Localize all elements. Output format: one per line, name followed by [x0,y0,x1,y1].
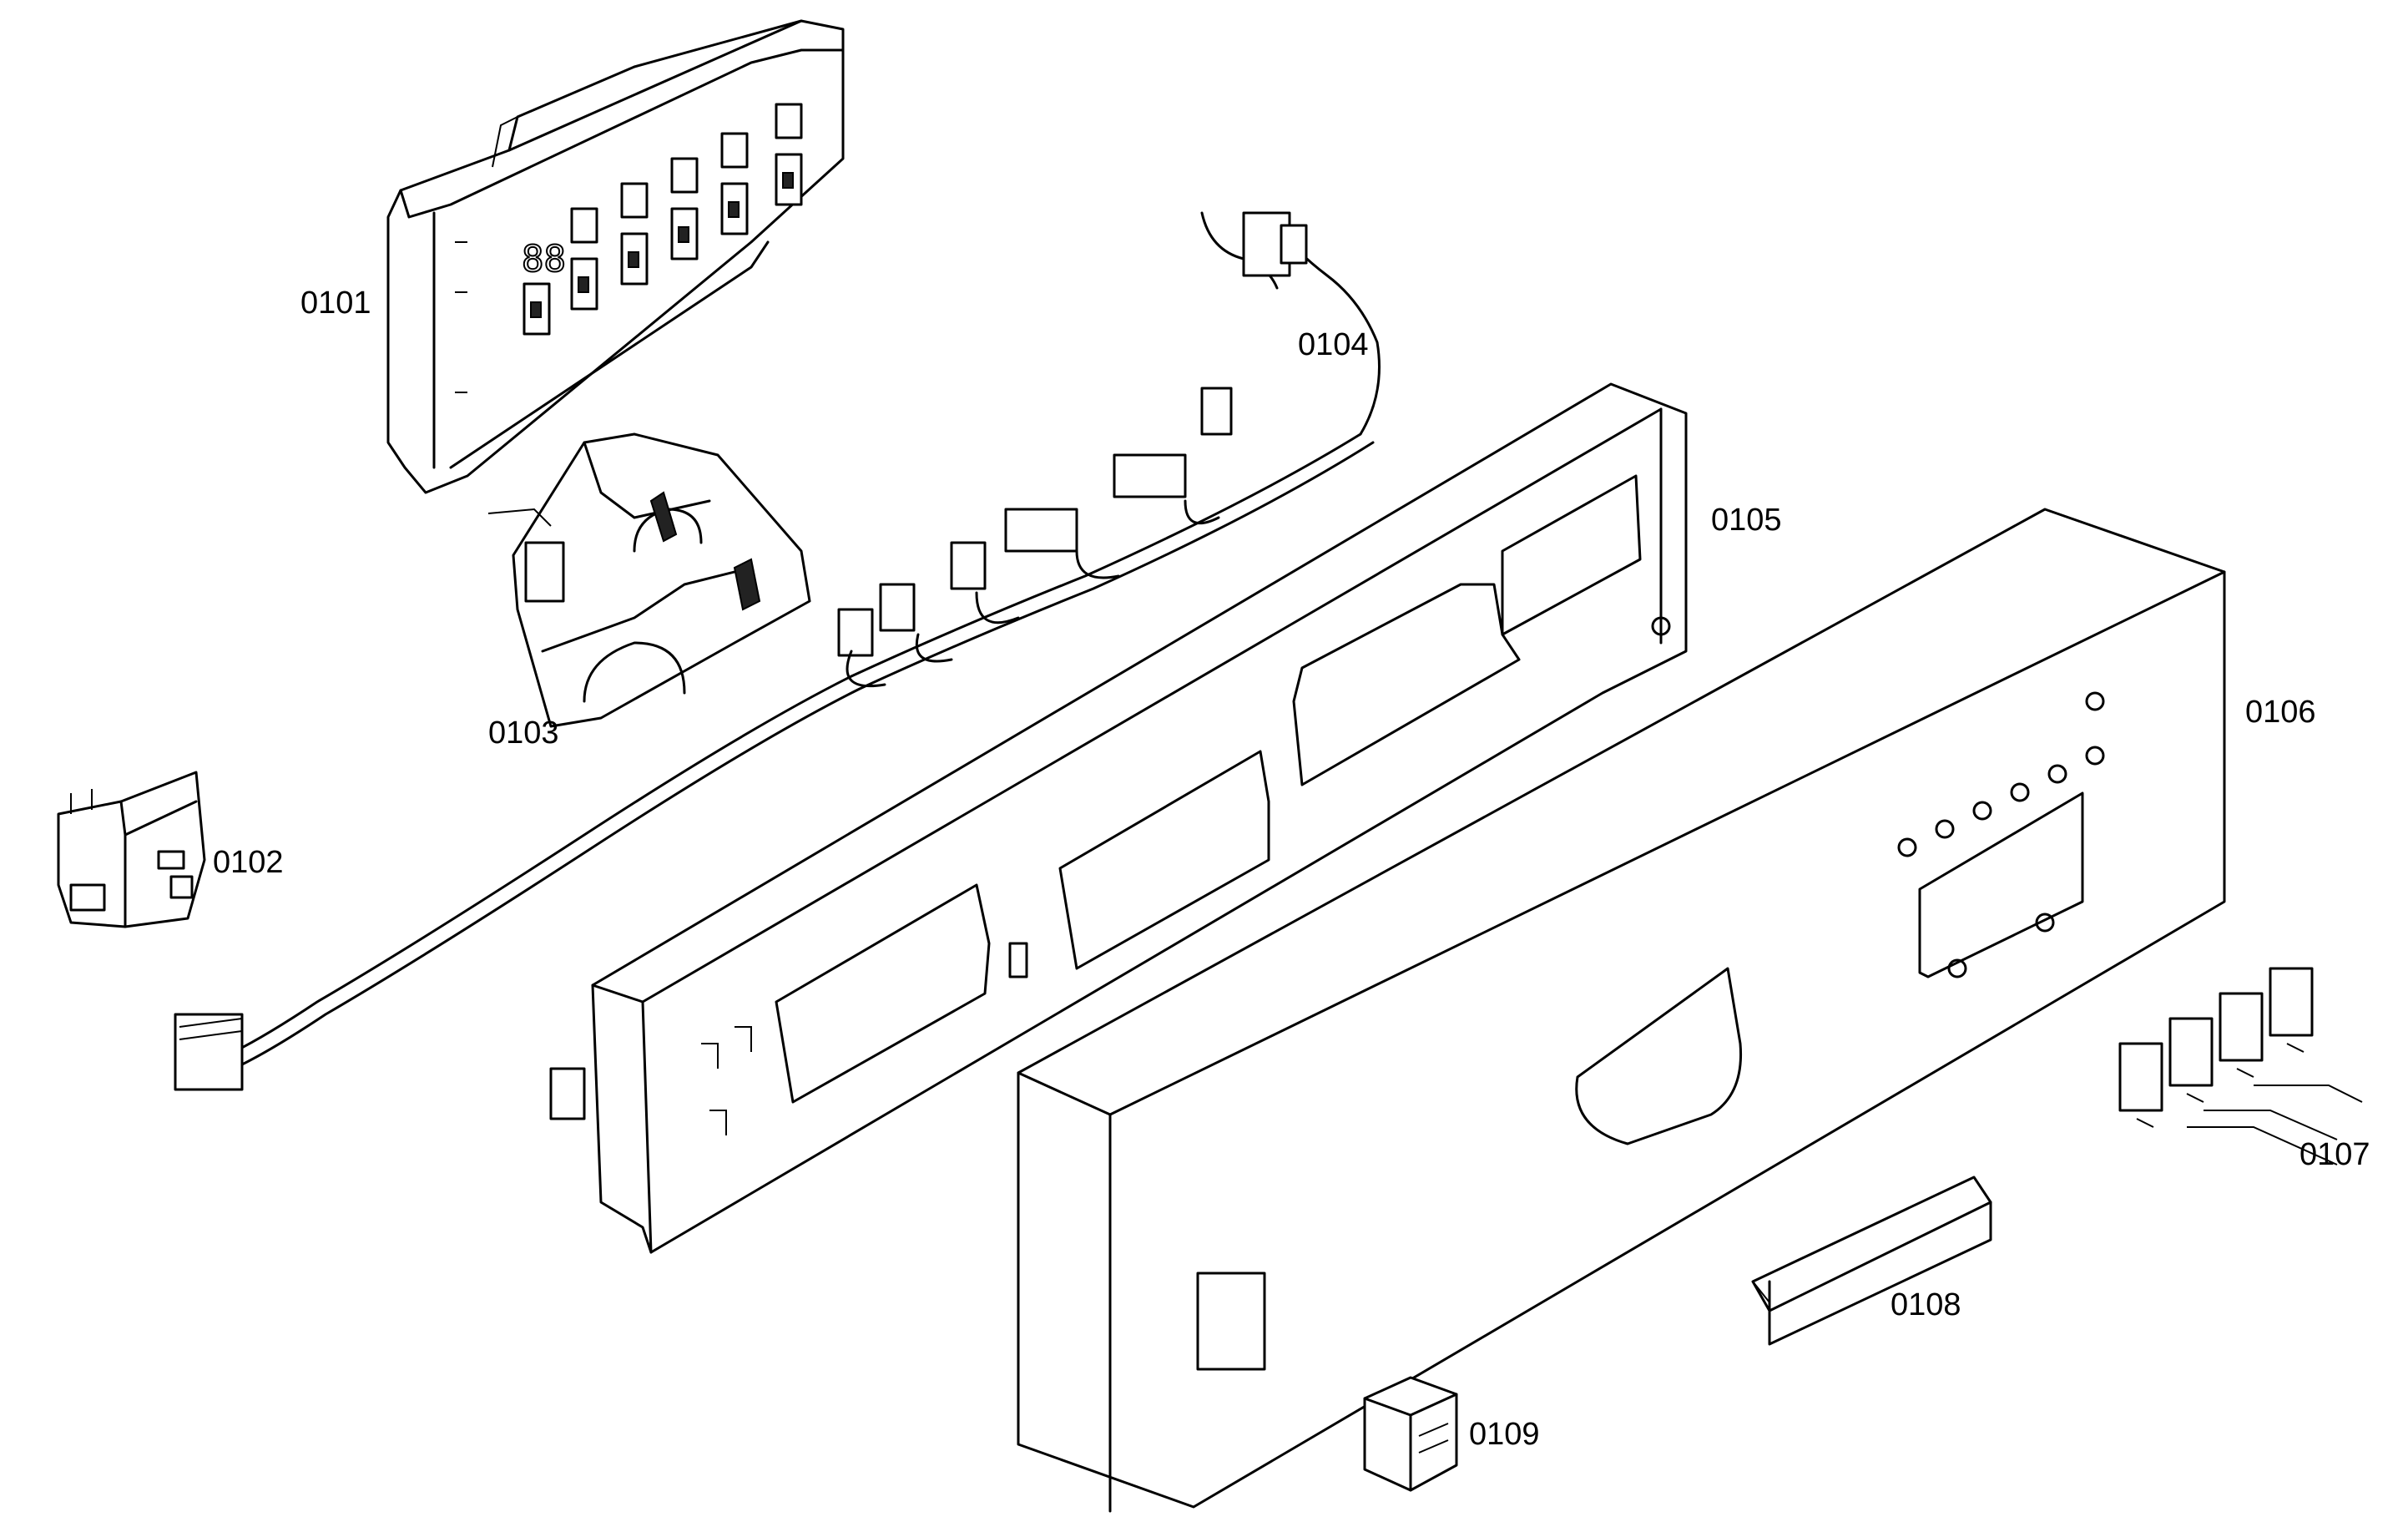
display-digits: 88 [522,238,566,281]
label-0105: 0105 [1711,503,1782,538]
panel-buttons [1897,691,2105,978]
label-0102: 0102 [213,845,284,880]
harness-connectors [837,387,1233,657]
label-0103: 0103 [488,715,559,751]
part-0107-buttons [2118,967,2363,1165]
label-0101: 0101 [300,286,371,321]
button-slots [522,103,803,336]
part-0103-door-lock [487,432,811,728]
part-0101-control-module: 88 [386,19,845,494]
label-0108: 0108 [1891,1287,1961,1322]
part-0106-front-panel [1017,508,2226,1513]
part-0102-switch [57,771,206,928]
frame-cutouts [775,474,1642,1104]
label-0104: 0104 [1298,327,1369,362]
part-0108-trim-strip [1751,1176,1992,1346]
part-0105-frame [549,382,1688,1254]
part-0109-knob-cap [1363,1376,1458,1492]
part-0104-wiring-harness [174,211,1381,1091]
label-0106: 0106 [2245,695,2316,730]
label-0107: 0107 [2299,1137,2370,1172]
label-0109: 0109 [1469,1417,1540,1452]
